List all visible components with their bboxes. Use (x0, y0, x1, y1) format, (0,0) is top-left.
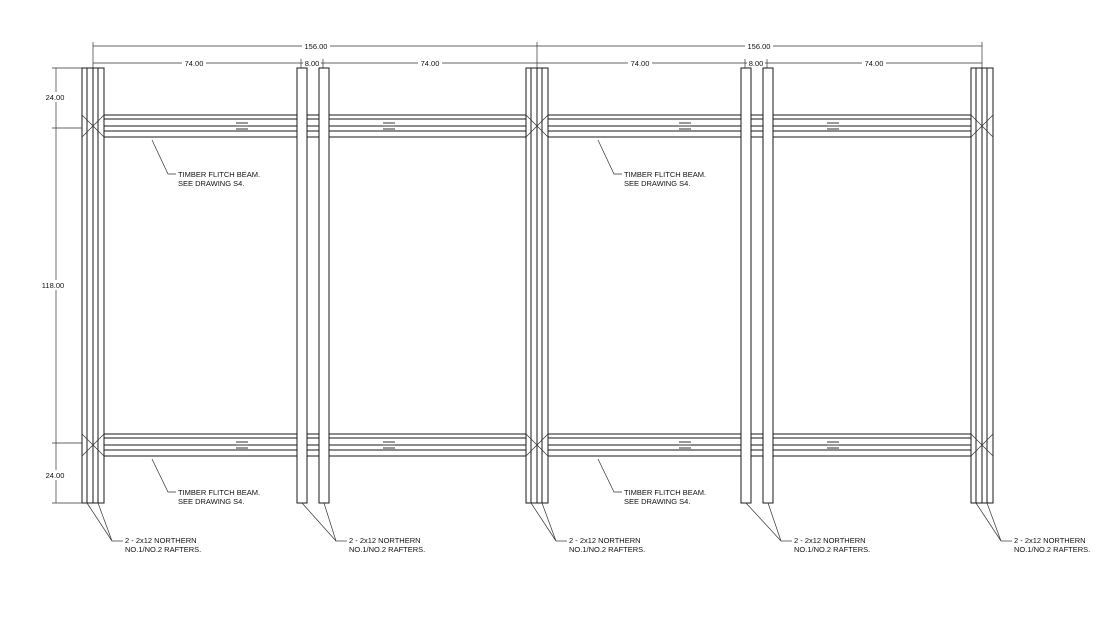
beam-callout-bottom-right: TIMBER FLITCH BEAM. SEE DRAWING S4. (597, 458, 706, 506)
beam-callout-line2: SEE DRAWING S4. (624, 179, 690, 188)
beam-callout-line1: TIMBER FLITCH BEAM. (624, 170, 706, 179)
rafter-group-1 (81, 67, 105, 504)
left-dimensions: 24.00 118.00 24.00 (36, 67, 82, 504)
rafter-callout-5: 2 - 2x12 NORTHERN NO.1/NO.2 RAFTERS. (975, 502, 1090, 554)
rafter-callout-line1: 2 - 2x12 NORTHERN (1014, 536, 1086, 545)
rafter-callout-line2: NO.1/NO.2 RAFTERS. (1014, 545, 1090, 554)
rafter-callout-line2: NO.1/NO.2 RAFTERS. (125, 545, 201, 554)
beam-callout-top-left: TIMBER FLITCH BEAM. SEE DRAWING S4. (151, 139, 260, 188)
dim-bay-1: 74.00 (185, 59, 204, 68)
beam-callout-line1: TIMBER FLITCH BEAM. (178, 170, 260, 179)
rafter-group-3 (525, 67, 549, 504)
rafter-callout-line2: NO.1/NO.2 RAFTERS. (794, 545, 870, 554)
rafter-callout-3: 2 - 2x12 NORTHERN NO.1/NO.2 RAFTERS. (530, 502, 645, 554)
dim-overhang-bottom: 24.00 (46, 471, 65, 480)
beam-callout-line2: SEE DRAWING S4. (624, 497, 690, 506)
rafter-callout-4: 2 - 2x12 NORTHERN NO.1/NO.2 RAFTERS. (745, 502, 870, 554)
dim-gap-2: 8.00 (749, 59, 764, 68)
beam-callout-top-right: TIMBER FLITCH BEAM. SEE DRAWING S4. (597, 139, 706, 188)
rafter-callout-line1: 2 - 2x12 NORTHERN (125, 536, 197, 545)
beam-callout-bottom-left: TIMBER FLITCH BEAM. SEE DRAWING S4. (151, 458, 260, 506)
dim-span-2: 156.00 (748, 42, 771, 51)
top-dimensions: 156.00 156.00 74.00 8.00 74.00 74.00 8.0… (92, 41, 983, 70)
rafter-group-5 (970, 67, 994, 504)
rafter-callout-line1: 2 - 2x12 NORTHERN (349, 536, 421, 545)
dim-bay-3: 74.00 (631, 59, 650, 68)
rafter-callout-line2: NO.1/NO.2 RAFTERS. (349, 545, 425, 554)
beam-splice-marks (236, 122, 839, 449)
dim-span-1: 156.00 (305, 42, 328, 51)
rafter-callout-line1: 2 - 2x12 NORTHERN (794, 536, 866, 545)
beam-callout-line1: TIMBER FLITCH BEAM. (624, 488, 706, 497)
dim-overhang-top: 24.00 (46, 93, 65, 102)
rafter-callout-1: 2 - 2x12 NORTHERN NO.1/NO.2 RAFTERS. (86, 502, 201, 554)
beam-callout-line1: TIMBER FLITCH BEAM. (178, 488, 260, 497)
rafter-callout-line2: NO.1/NO.2 RAFTERS. (569, 545, 645, 554)
dim-bay-2: 74.00 (421, 59, 440, 68)
dim-gap-1: 8.00 (305, 59, 320, 68)
rafter-callout-2: 2 - 2x12 NORTHERN NO.1/NO.2 RAFTERS. (301, 502, 425, 554)
rafter-callout-line1: 2 - 2x12 NORTHERN (569, 536, 641, 545)
beam-callout-line2: SEE DRAWING S4. (178, 497, 244, 506)
dim-middle: 118.00 (42, 281, 64, 290)
beam-callout-line2: SEE DRAWING S4. (178, 179, 244, 188)
dim-bay-4: 74.00 (865, 59, 884, 68)
